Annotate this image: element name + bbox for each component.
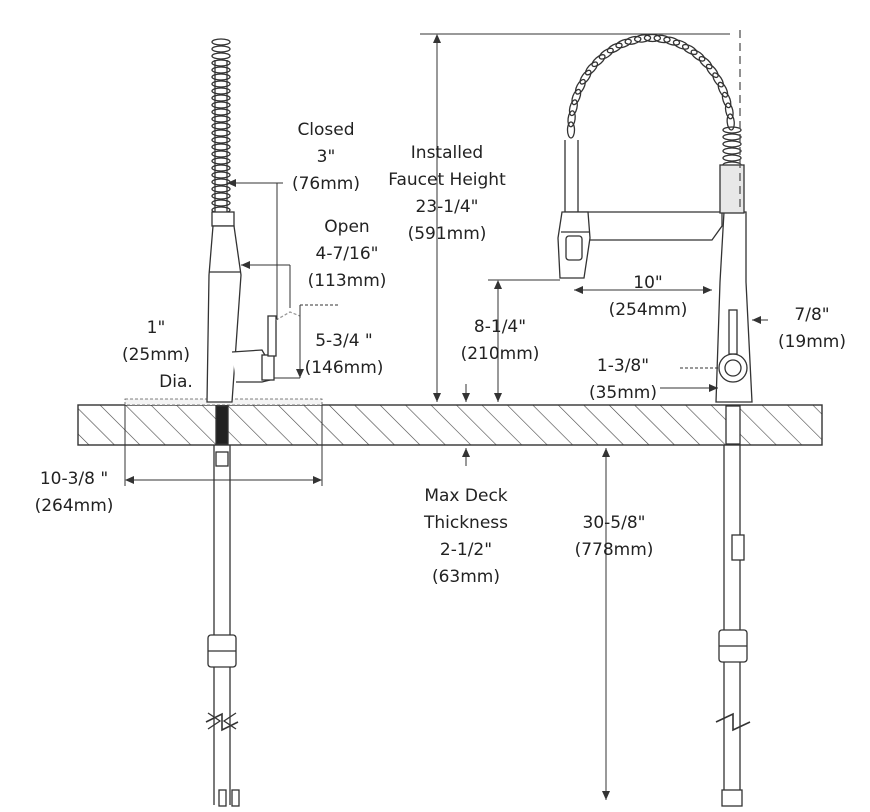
dimension-arrows <box>125 34 761 800</box>
installed-inches: 23-1/4" <box>415 197 479 217</box>
spray-head-dock <box>211 211 235 227</box>
right-faucet-front-view <box>557 30 753 807</box>
supply-inches: 30-5/8" <box>582 513 646 533</box>
arc-spring <box>566 33 742 204</box>
lever-open-position <box>267 315 277 357</box>
diameter-label: 1" (25mm) Dia. <box>112 315 200 396</box>
reach-inches: 10" <box>633 273 663 293</box>
body-offset-label: 7/8" (19mm) <box>770 302 854 356</box>
spout-height-mm: (210mm) <box>460 344 540 364</box>
closed-dimension-label: Closed 3" (76mm) <box>282 117 370 198</box>
installed-height-label: Installed Faucet Height 23-1/4" (591mm) <box>377 140 517 248</box>
spout-height-label: 8-1/4" (210mm) <box>452 314 548 368</box>
handle-offset-mm: (35mm) <box>588 383 658 403</box>
handle-height-label: 5-3/4 " (146mm) <box>296 328 392 382</box>
dia-inches: 1" <box>146 318 166 338</box>
closed-inches: 3" <box>316 147 336 167</box>
deck-thickness-label: Max Deck Thickness 2-1/2" (63mm) <box>410 483 522 591</box>
installed-line2: Faucet Height <box>388 170 506 190</box>
open-inches: 4-7/16" <box>315 244 379 264</box>
reach-mm: (254mm) <box>608 300 688 320</box>
closed-title: Closed <box>297 120 355 140</box>
handle-inches: 5-3/4 " <box>315 331 373 351</box>
spout-arm <box>565 211 723 241</box>
deck-line1: Max Deck <box>424 486 508 506</box>
faucet-body <box>206 225 242 403</box>
closed-mm: (76mm) <box>291 174 361 194</box>
installed-mm: (591mm) <box>407 224 487 244</box>
handle-offset-inches: 1-3/8" <box>596 356 650 376</box>
body-offset-mm: (19mm) <box>777 332 847 352</box>
left-faucet-side-view <box>205 38 301 807</box>
dia-suffix: Dia. <box>159 372 193 392</box>
mounting-shank <box>725 405 741 445</box>
mounting-shank <box>215 405 229 445</box>
handle-lever <box>728 309 738 355</box>
supply-mm: (778mm) <box>574 540 654 560</box>
deck-line2: Thickness <box>423 513 509 533</box>
spray-head <box>557 211 591 279</box>
body-offset-inches: 7/8" <box>794 305 830 325</box>
pull-down-spring <box>211 38 231 214</box>
countertop <box>77 398 823 446</box>
handle-offset-label: 1-3/8" (35mm) <box>580 353 666 407</box>
deck-mm: (63mm) <box>431 567 501 587</box>
spout-height-inches: 8-1/4" <box>473 317 527 337</box>
deck-inches: 2-1/2" <box>439 540 493 560</box>
deck-plate-label: 10-3/8 " (264mm) <box>24 466 124 520</box>
faucet-body <box>715 211 753 403</box>
deckplate-inches: 10-3/8 " <box>39 469 109 489</box>
reach-label: 10" (254mm) <box>598 270 698 324</box>
dia-mm: (25mm) <box>121 345 191 365</box>
supply-length-label: 30-5/8" (778mm) <box>566 510 662 564</box>
open-mm: (113mm) <box>307 271 387 291</box>
open-dimension-label: Open 4-7/16" (113mm) <box>300 214 394 295</box>
deckplate-mm: (264mm) <box>34 496 114 516</box>
handle-mm: (146mm) <box>304 358 384 378</box>
installed-line1: Installed <box>410 143 484 163</box>
open-title: Open <box>324 217 370 237</box>
